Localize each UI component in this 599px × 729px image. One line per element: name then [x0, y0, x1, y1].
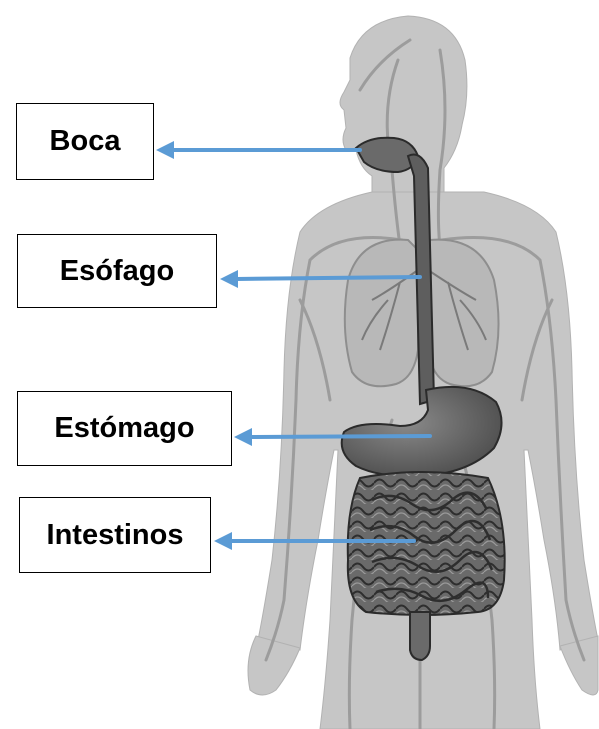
label-intestinos: Intestinos [19, 497, 211, 573]
label-boca: Boca [16, 103, 154, 180]
label-boca-text: Boca [50, 127, 121, 156]
label-estomago-text: Estómago [54, 414, 194, 443]
label-esofago-text: Esófago [60, 257, 174, 286]
label-esofago: Esófago [17, 234, 217, 308]
label-intestinos-text: Intestinos [47, 521, 184, 550]
label-estomago: Estómago [17, 391, 232, 466]
arrow-boca [156, 141, 360, 159]
